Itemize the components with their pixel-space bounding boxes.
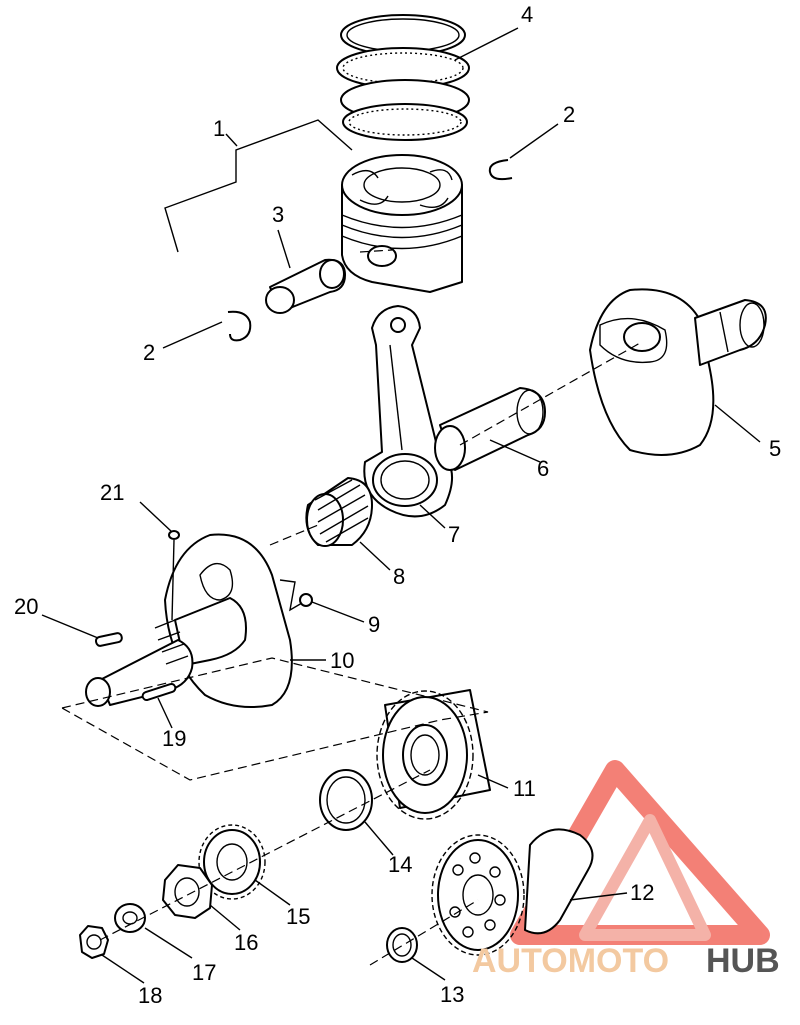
watermark-text: AUTOMOTO HUB	[472, 942, 780, 980]
washer-17	[114, 903, 146, 933]
crank-half-left	[85, 533, 293, 708]
callout-7: 7	[448, 522, 460, 547]
piston	[341, 154, 463, 293]
callout-15: 15	[286, 904, 310, 929]
pin-21	[168, 530, 180, 540]
washer-14	[319, 769, 373, 831]
washer-13	[386, 927, 418, 963]
watermark-automoto: AUTOMOTO	[472, 942, 669, 980]
callout-19: 19	[162, 726, 186, 751]
callout-2-upper: 2	[563, 102, 575, 127]
crank-pin	[434, 387, 546, 471]
key-20	[94, 632, 123, 647]
nut-16	[162, 864, 213, 919]
connecting-rod	[363, 305, 454, 518]
callout-8: 8	[393, 564, 405, 589]
callout-11: 11	[513, 776, 536, 801]
leader-lines	[41, 27, 761, 984]
callout-10: 10	[330, 648, 354, 673]
callout-17: 17	[192, 960, 216, 985]
balance-shaft-12	[431, 828, 594, 956]
callout-14: 14	[388, 852, 412, 877]
callout-20: 20	[14, 594, 38, 619]
callout-12: 12	[630, 880, 654, 905]
needle-bearing	[305, 477, 373, 547]
callout-21: 21	[100, 480, 124, 505]
callout-4: 4	[521, 2, 533, 27]
circlip-upper	[488, 159, 513, 181]
watermark-hub: HUB	[706, 942, 780, 980]
callout-13: 13	[440, 982, 464, 1007]
circlip-lower	[227, 310, 252, 342]
crank-half-right	[589, 288, 767, 456]
gear-11	[376, 689, 491, 820]
nut-18	[79, 925, 109, 959]
callout-18: 18	[138, 983, 162, 1008]
callout-1: 1	[213, 116, 225, 141]
ball-9-leader-hook	[279, 579, 303, 612]
callout-numbers: 1 2 2 3 4 5 6 7 8 9 10 11 12 13 14 15 16…	[14, 2, 781, 1008]
callout-16: 16	[234, 930, 258, 955]
wrist-pin	[265, 258, 346, 314]
dowel-pin-19	[141, 682, 177, 702]
callout-9: 9	[368, 612, 380, 637]
ball-9	[299, 593, 313, 607]
center-lines	[61, 249, 641, 966]
callout-5: 5	[769, 436, 781, 461]
sprocket-15	[198, 824, 266, 900]
callout-2-lower: 2	[143, 340, 155, 365]
callout-6: 6	[537, 456, 549, 481]
callout-3: 3	[272, 202, 284, 227]
bracket-1	[164, 119, 353, 253]
piston-rings	[336, 14, 470, 141]
